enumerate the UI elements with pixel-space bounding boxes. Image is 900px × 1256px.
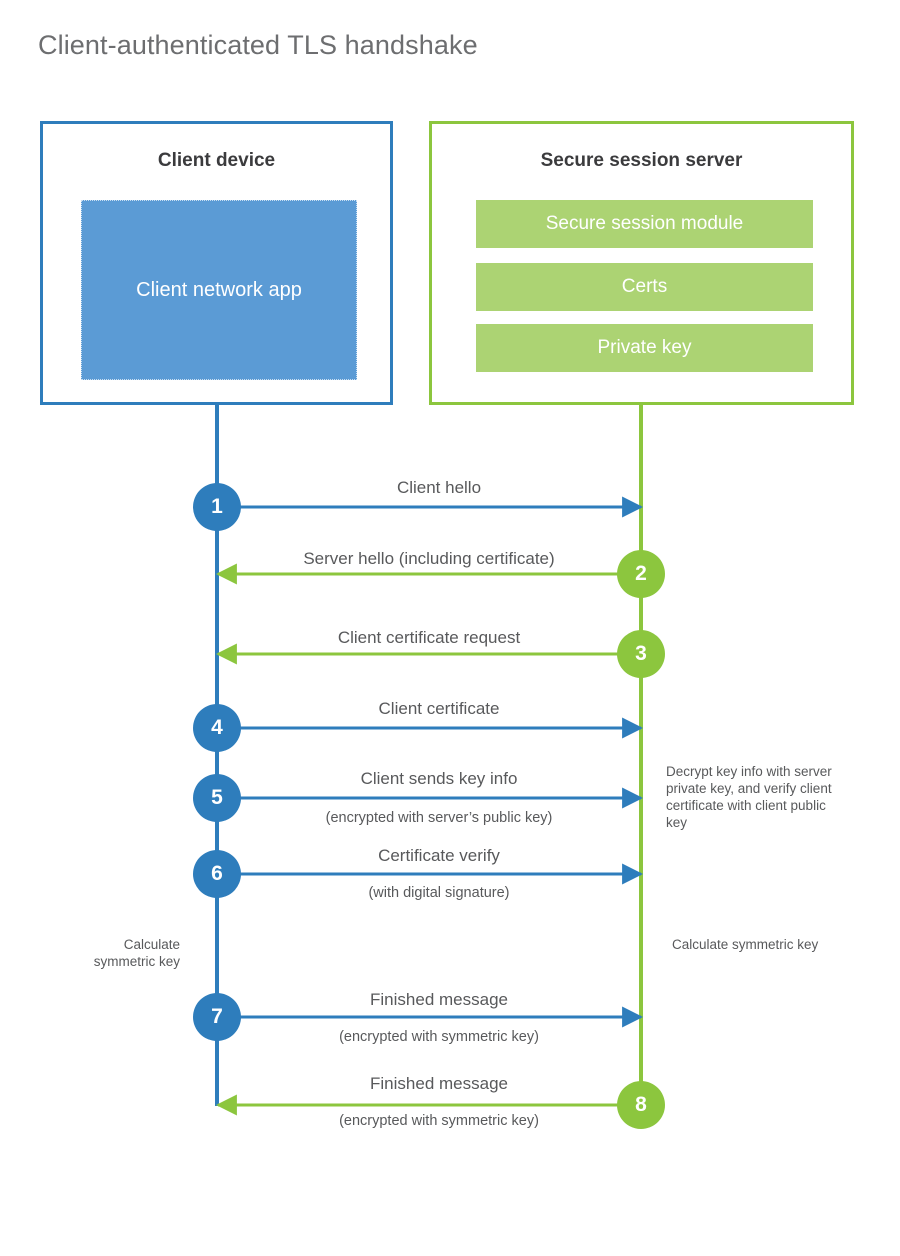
message-sublabel-7: (encrypted with symmetric key) [339, 1029, 539, 1045]
step-circle-3[interactable]: 3 [617, 630, 665, 678]
client-network-app-box: Client network app [81, 200, 357, 380]
message-label-4: Client certificate [378, 699, 500, 718]
message-label-8: Finished message [370, 1074, 508, 1093]
step-circle-7[interactable]: 7 [193, 993, 241, 1041]
step-circle-2[interactable]: 2 [617, 550, 665, 598]
server-module-secure-session-module: Secure session module [476, 200, 813, 248]
step-circle-1[interactable]: 1 [193, 483, 241, 531]
server-module-certs: Certs [476, 263, 813, 311]
page-title: Client-authenticated TLS handshake [38, 30, 478, 60]
annotation-server-calculate-symmetric-key: Calculate symmetric key [672, 937, 819, 952]
step-circle-5[interactable]: 5 [193, 774, 241, 822]
annotation-client-calculate-symmetric-key: Calculate symmetric key [93, 937, 180, 969]
server-module-private-key: Private key [476, 324, 813, 372]
message-label-2: Server hello (including certificate) [303, 549, 555, 568]
client-device-title: Client device [157, 150, 276, 171]
annotation-server-decrypt: Decrypt key info with server private key… [666, 764, 832, 830]
step-circle-6[interactable]: 6 [193, 850, 241, 898]
step-circle-4[interactable]: 4 [193, 704, 241, 752]
step-circle-8[interactable]: 8 [617, 1081, 665, 1129]
secure-session-server-title: Secure session server [540, 150, 743, 171]
client-network-app-label: Client network app [136, 278, 302, 301]
client-device-box: Client device Client network app [40, 121, 393, 405]
message-sublabel-6: (with digital signature) [368, 885, 510, 901]
message-sublabel-8: (encrypted with symmetric key) [339, 1113, 539, 1129]
message-sublabel-5: (encrypted with server’s public key) [325, 810, 553, 826]
message-label-1: Client hello [396, 478, 482, 497]
message-label-5: Client sends key info [360, 769, 518, 788]
message-label-3: Client certificate request [337, 628, 521, 647]
secure-session-server-box: Secure session server Secure session mod… [429, 121, 854, 405]
message-label-6: Certificate verify [378, 846, 500, 865]
message-label-7: Finished message [370, 990, 508, 1009]
